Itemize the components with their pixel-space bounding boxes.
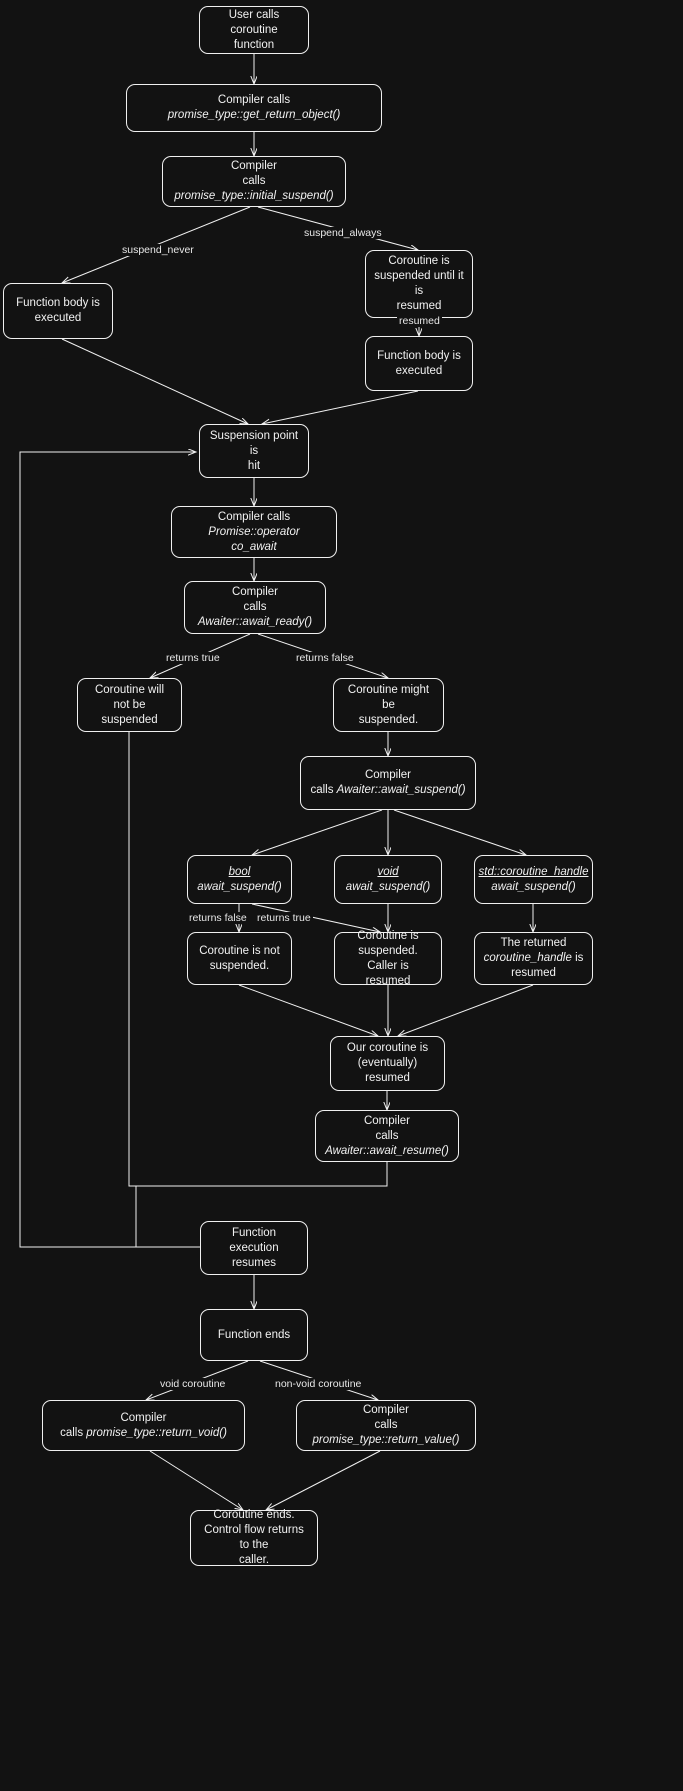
node-line: executed [34, 312, 82, 324]
node-line: Coroutine is [357, 929, 419, 942]
edge-label-non-void-coroutine: non-void coroutine [273, 1378, 364, 1390]
edge-label-bool-returns-true: returns true [255, 912, 313, 924]
node-function-body-executed-always[interactable]: Function body is executed [365, 336, 473, 391]
node-line: Coroutine is not [199, 944, 280, 957]
node-coroutine-will-not-be-suspended[interactable]: Coroutine will not be suspended [77, 678, 182, 732]
node-line: resumes [231, 1256, 277, 1269]
edge-label-suspend-always: suspend_always [302, 227, 384, 239]
edge-label-void-coroutine: void coroutine [158, 1378, 228, 1390]
node-line: Our coroutine is [346, 1042, 429, 1054]
node-line: Coroutine ends. [213, 1509, 295, 1521]
node-coroutine-is-not-suspended[interactable]: Coroutine is not suspended. [187, 932, 292, 985]
node-line: suspended [101, 713, 158, 726]
node-function-body-executed-never[interactable]: Function body is executed [3, 283, 113, 339]
node-bool-await-suspend[interactable]: bool await_suspend() [187, 855, 292, 904]
node-line: Function execution [229, 1226, 279, 1254]
node-line: Function ends [217, 1328, 291, 1341]
node-line: function [233, 38, 275, 51]
node-line: suspended. Caller is [358, 944, 418, 972]
edge-label-await-ready-returns-true: returns true [164, 652, 222, 664]
node-line: User calls coroutine [228, 8, 280, 36]
node-coroutine-suspended-caller-resumed[interactable]: Coroutine is suspended. Caller is resumed [334, 929, 442, 987]
node-coroutine-suspended-until-resumed[interactable]: Coroutine is suspended until it is resumed [365, 250, 473, 318]
edge-label-bool-returns-false: returns false [187, 912, 249, 924]
edge-label-resumed: resumed [397, 315, 442, 327]
edge-label-await-ready-returns-false: returns false [294, 652, 356, 664]
node-line: Coroutine might be [347, 683, 430, 711]
node-line: suspended until it is [374, 270, 464, 297]
node-line: (eventually) resumed [357, 1057, 418, 1084]
node-function-ends[interactable]: Function ends [200, 1309, 308, 1361]
node-line: Coroutine will not be [94, 683, 165, 711]
node-line: Suspension point is [209, 429, 299, 457]
node-void-await-suspend[interactable]: void await_suspend() [334, 855, 442, 904]
node-line: Control flow returns to the [204, 1524, 304, 1551]
node-get-return-object[interactable]: Compiler calls Compiler calls promise_ty… [126, 84, 382, 132]
node-line: executed [395, 364, 443, 377]
node-coroutine-ends[interactable]: Coroutine ends. Control flow returns to t… [190, 1509, 318, 1566]
node-function-execution-resumes[interactable]: Function execution resumes [200, 1221, 308, 1275]
node-line: suspended. [209, 959, 270, 972]
node-our-coroutine-eventually-resumed[interactable]: Our coroutine is (eventually) resumed [330, 1036, 445, 1091]
edge-label-suspend-never: suspend_never [120, 244, 196, 256]
node-suspension-point-hit[interactable]: Suspension point is hit [199, 424, 309, 478]
node-line: Function body is [377, 349, 461, 362]
node-user-calls-coroutine[interactable]: User calls coroutine function [199, 6, 309, 54]
node-line: hit [247, 459, 261, 472]
node-coroutine-might-be-suspended[interactable]: Coroutine might be suspended. [333, 678, 444, 732]
node-line: caller. [238, 1554, 270, 1566]
node-line: Coroutine is [388, 255, 450, 267]
node-line: resumed [396, 300, 442, 312]
node-line: Function body is [16, 297, 100, 309]
node-line: suspended. [358, 713, 419, 726]
node-line: resumed [365, 974, 411, 987]
